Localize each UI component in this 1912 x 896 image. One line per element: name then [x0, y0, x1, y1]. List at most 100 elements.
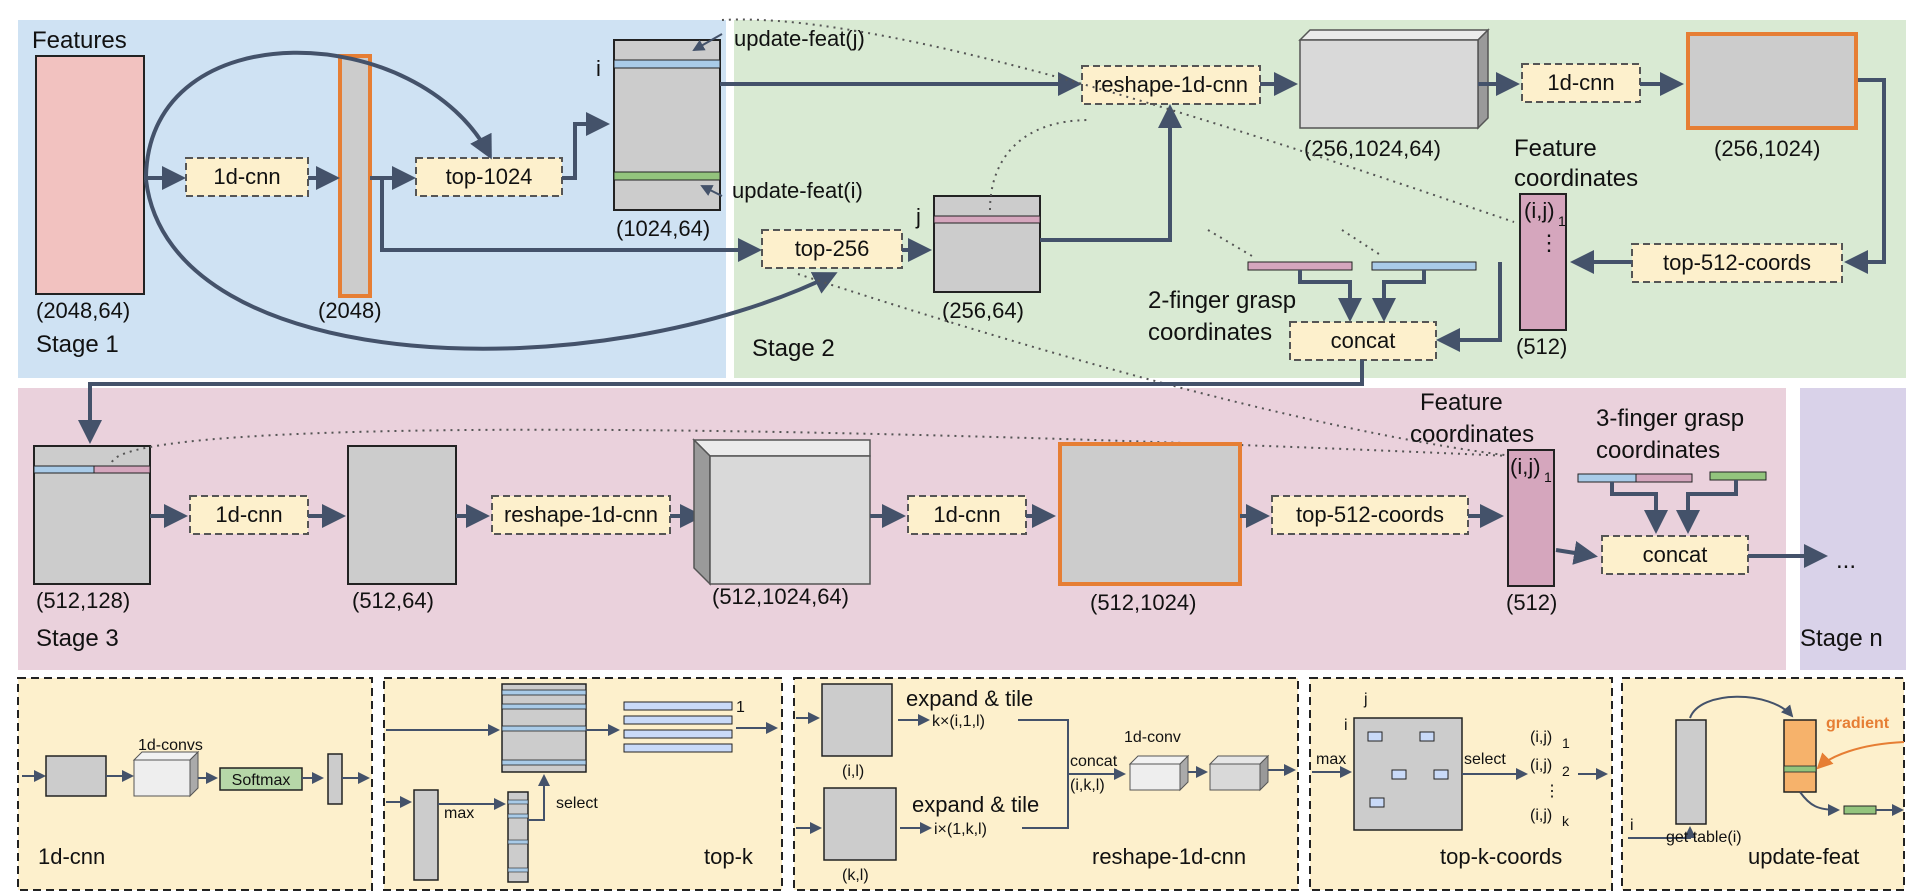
- legend-reshape-1d-cnn: (i,l) (k,l) expand & tile k×(i,1,l) expa…: [793, 677, 1299, 891]
- stage3-coord-dim: (512): [1506, 590, 1557, 615]
- svg-text:top-1024: top-1024: [446, 164, 533, 189]
- stagen-label: Stage n: [1800, 625, 1883, 652]
- svg-text:(k,l): (k,l): [842, 867, 869, 884]
- stage3-in-dim: (512,128): [36, 588, 130, 613]
- stage2-coord-label-2: coordinates: [1514, 165, 1638, 192]
- stage2-label: Stage 2: [752, 335, 835, 362]
- svg-text:reshape-1d-cnn: reshape-1d-cnn: [1094, 72, 1248, 97]
- svg-text:1d-cnn: 1d-cnn: [213, 164, 280, 189]
- svg-text:top-k-coords: top-k-coords: [1440, 844, 1562, 869]
- top-256-module: top-256: [761, 229, 903, 269]
- svg-text:update-feat: update-feat: [1748, 844, 1859, 869]
- stage3-more: ...: [1836, 547, 1856, 574]
- stage3-1d-cnn-module-b: 1d-cnn: [907, 495, 1027, 535]
- stage2-concat-module: concat: [1289, 321, 1437, 361]
- feat-1024-dim: (1024,64): [616, 216, 710, 241]
- svg-text:i×(1,k,l): i×(1,k,l): [934, 821, 987, 838]
- stage2-coord-sub: 1: [1558, 213, 1566, 229]
- svg-text:(i,k,l): (i,k,l): [1070, 777, 1105, 794]
- features-dim: (2048,64): [36, 298, 130, 323]
- sel-256-dim: (256,64): [942, 298, 1024, 323]
- grasp-stripe-i: [1371, 261, 1477, 271]
- features-block: [35, 55, 145, 295]
- feature-vector: [338, 54, 372, 298]
- svg-text:top-256: top-256: [795, 236, 870, 261]
- svg-text:j: j: [1363, 691, 1368, 708]
- svg-text:1d-cnn: 1d-cnn: [215, 502, 282, 527]
- svg-text:1: 1: [1562, 735, 1570, 751]
- stage3-map-dim: (512,1024): [1090, 590, 1196, 615]
- stage3-label: Stage 3: [36, 625, 119, 652]
- svg-text:select: select: [1464, 751, 1506, 768]
- svg-text:reshape-1d-cnn: reshape-1d-cnn: [1092, 844, 1246, 869]
- svg-text:(i,j): (i,j): [1530, 757, 1552, 774]
- features-title: Features: [32, 27, 127, 54]
- stage2-score-map: [1686, 32, 1858, 130]
- index-j: j: [915, 204, 921, 229]
- stage2-coord-bar: [1519, 193, 1567, 331]
- stripe-j-256: [933, 215, 1041, 224]
- svg-text:concat: concat: [1070, 753, 1118, 770]
- stage2-coord-ij: (i,j): [1524, 198, 1555, 223]
- stage2-cube: [1298, 28, 1490, 130]
- stage3-stripe-b: [93, 465, 151, 474]
- svg-text:top-512-coords: top-512-coords: [1663, 250, 1811, 275]
- svg-text:(i,j): (i,j): [1530, 807, 1552, 824]
- selected-features-256: [933, 195, 1041, 293]
- svg-text:2: 2: [1562, 763, 1570, 779]
- svg-text:k×(i,1,l): k×(i,1,l): [932, 713, 985, 730]
- grasp3-label-1: 3-finger grasp: [1596, 405, 1744, 432]
- stage3-score-map: [1058, 442, 1242, 586]
- stage2-reshape-module: reshape-1d-cnn: [1081, 65, 1261, 105]
- svg-text:top-512-coords: top-512-coords: [1296, 502, 1444, 527]
- stage1-label: Stage 1: [36, 331, 119, 358]
- stage3-coord-sub: 1: [1544, 469, 1552, 485]
- svg-text:concat: concat: [1643, 542, 1708, 567]
- stage2-1d-cnn-module: 1d-cnn: [1521, 63, 1641, 103]
- stage3-coord-ij: (i,j): [1510, 454, 1541, 479]
- svg-text:top-k: top-k: [704, 844, 754, 869]
- grasp-stripe-j: [1247, 261, 1353, 271]
- feature-vector-dim: (2048): [318, 298, 382, 323]
- svg-text:⋮: ⋮: [1544, 783, 1560, 800]
- svg-text:get table(i): get table(i): [1666, 829, 1742, 846]
- svg-text:Softmax: Softmax: [232, 772, 291, 789]
- svg-text:1: 1: [736, 699, 745, 716]
- legend-top-k-coords: max j i select (i,j) 1 (i,j) 2 ⋮ (i,j) k…: [1309, 677, 1613, 891]
- grasp3-label-2: coordinates: [1596, 437, 1720, 464]
- grasp3-stripe-a: [1577, 473, 1637, 483]
- stage1-1d-cnn-module: 1d-cnn: [185, 157, 309, 197]
- stage3-mid-block: [347, 445, 457, 585]
- stage3-top-512-module: top-512-coords: [1271, 495, 1469, 535]
- stage3-stripe-a: [33, 465, 95, 474]
- stage3-cube: [692, 438, 871, 586]
- svg-text:i: i: [1344, 717, 1348, 734]
- svg-text:expand & tile: expand & tile: [906, 686, 1033, 711]
- index-i: i: [596, 56, 601, 81]
- svg-text:1d-conv: 1d-conv: [1124, 729, 1181, 746]
- stage3-coord-label-1: Feature: [1420, 389, 1503, 416]
- stage3-panel: [18, 388, 1786, 670]
- stage3-reshape-module: reshape-1d-cnn: [491, 495, 671, 535]
- grasp2-label-2: coordinates: [1148, 319, 1272, 346]
- stage3-mid-dim: (512,64): [352, 588, 434, 613]
- stage3-concat-module: concat: [1601, 535, 1749, 575]
- grasp2-label-1: 2-finger grasp: [1148, 287, 1296, 314]
- svg-text:1d-cnn: 1d-cnn: [1547, 70, 1614, 95]
- svg-text:expand & tile: expand & tile: [912, 792, 1039, 817]
- svg-text:reshape-1d-cnn: reshape-1d-cnn: [504, 502, 658, 527]
- stage3-cube-dim: (512,1024,64): [712, 584, 849, 609]
- update-feat-j: update-feat(j): [734, 26, 865, 51]
- stage3-1d-cnn-module-a: 1d-cnn: [189, 495, 309, 535]
- svg-text:max: max: [1316, 751, 1346, 768]
- stage3-coord-label-2: coordinates: [1410, 421, 1534, 448]
- svg-text:(i,j): (i,j): [1530, 729, 1552, 746]
- svg-text:1d-cnn: 1d-cnn: [38, 844, 105, 869]
- stage2-coord-label-1: Feature: [1514, 135, 1597, 162]
- svg-text:1d-convs: 1d-convs: [138, 737, 203, 754]
- legend-update-feat: gradient i get table(i) update-feat: [1621, 677, 1905, 891]
- update-feat-i: update-feat(i): [732, 178, 863, 203]
- stage2-coord-ellipsis: ⋮: [1538, 230, 1560, 255]
- svg-text:k: k: [1562, 813, 1570, 829]
